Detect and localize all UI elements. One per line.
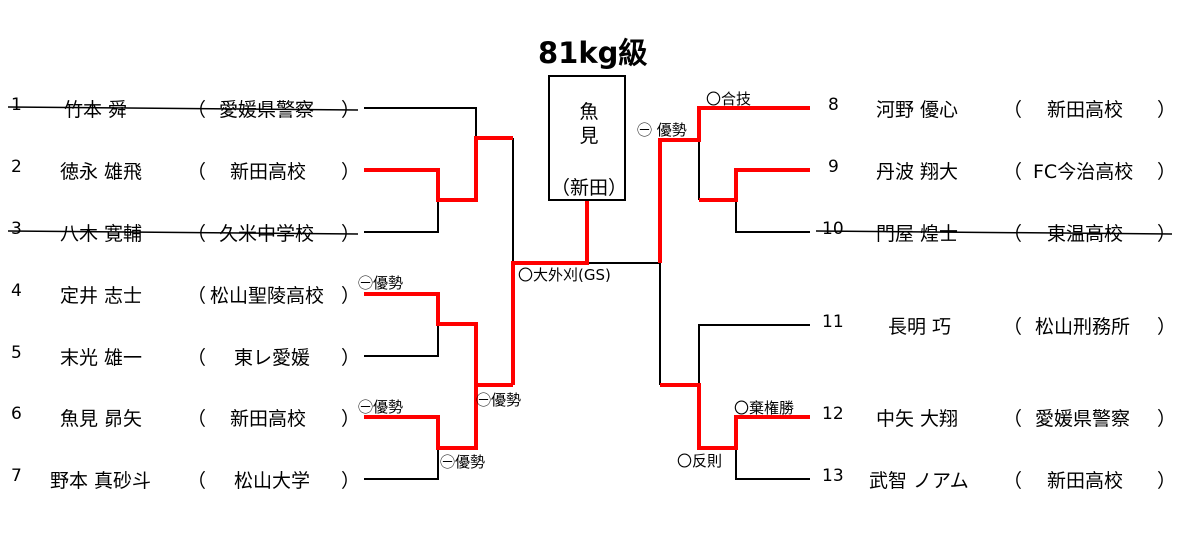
entry-name: 野本 真砂斗 <box>50 470 152 492</box>
strike-line <box>7 106 359 111</box>
result-label: 〇棄権勝 <box>734 399 795 417</box>
paren-close: ） <box>341 408 361 430</box>
result-label: ㊀優勢 <box>440 453 486 471</box>
paren-open: （ <box>1003 161 1023 183</box>
winner-line <box>364 136 513 202</box>
paren-open: （ <box>1003 316 1023 338</box>
entry-team: 新田高校 <box>1047 470 1124 492</box>
strike-line <box>7 230 359 235</box>
entry-team: FC今治高校 <box>1033 161 1134 183</box>
paren-open: （ <box>1003 223 1023 245</box>
entry-team: 新田高校 <box>1047 99 1124 121</box>
paren-close: ） <box>1157 316 1177 338</box>
paren-open: （ <box>187 223 207 245</box>
paren-open: （ <box>187 161 207 183</box>
champion-name-line1: 魚 <box>579 101 599 123</box>
entry-team: 愛媛県警察 <box>219 99 315 121</box>
paren-open: （ <box>1003 408 1023 430</box>
champion-box: 魚 見 （新田） <box>548 75 627 201</box>
entry-team: 松山大学 <box>234 470 311 492</box>
paren-open: （ <box>187 347 207 369</box>
paren-close: ） <box>341 347 361 369</box>
paren-open: （ <box>1003 470 1023 492</box>
paren-open: （ <box>1003 99 1023 121</box>
entry-number: 9 <box>828 157 839 177</box>
entry-number: 7 <box>11 466 22 486</box>
result-label: 〇大外刈(GS) <box>518 266 611 284</box>
bracket-line <box>735 200 810 233</box>
entry-name: 八木 寛輔 <box>60 223 143 245</box>
result-label: ㊀優勢 <box>358 274 404 292</box>
entry-name: 魚見 昴矢 <box>60 408 143 430</box>
entry-name: 門屋 煌士 <box>876 223 959 245</box>
entry-team: 新田高校 <box>230 408 307 430</box>
paren-open: （ <box>187 285 207 307</box>
result-label: ㊀優勢 <box>358 398 404 416</box>
entry-number: 13 <box>822 466 844 486</box>
entry-number: 6 <box>11 404 22 424</box>
entry-name: 竹本 舜 <box>64 99 128 121</box>
bracket-line <box>364 107 477 138</box>
entry-number: 12 <box>822 404 844 424</box>
paren-close: ） <box>341 161 361 183</box>
entry-team: 久米中学校 <box>219 223 315 245</box>
paren-close: ） <box>1157 161 1177 183</box>
entry-team: 松山刑務所 <box>1035 316 1131 338</box>
bracket-line <box>735 448 810 480</box>
paren-close: ） <box>1157 408 1177 430</box>
entry-number: 2 <box>11 157 22 177</box>
bracket-line <box>698 324 810 385</box>
entry-name: 定井 志士 <box>60 285 143 307</box>
champion-name-line2: 見 <box>579 125 599 147</box>
paren-close: ） <box>341 285 361 307</box>
entry-name: 末光 雄一 <box>60 347 143 369</box>
entry-team: 東レ愛媛 <box>234 347 311 369</box>
entry-team: 愛媛県警察 <box>1035 408 1131 430</box>
winner-line <box>364 385 478 450</box>
winner-line <box>660 383 810 450</box>
entry-name: 丹波 翔大 <box>876 161 959 183</box>
paren-close: ） <box>1157 99 1177 121</box>
entry-number: 3 <box>11 219 22 239</box>
entry-number: 10 <box>822 219 844 239</box>
paren-close: ） <box>341 470 361 492</box>
entry-number: 5 <box>11 343 22 363</box>
entry-name: 中矢 大翔 <box>876 408 959 430</box>
winner-line <box>658 106 810 263</box>
paren-close: ） <box>1157 470 1177 492</box>
entry-number: 4 <box>11 281 22 301</box>
winner-line <box>511 201 589 385</box>
bracket-line <box>364 200 439 233</box>
entry-number: 8 <box>828 95 839 115</box>
result-label: 〇反則 <box>677 452 723 470</box>
paren-open: （ <box>187 408 207 430</box>
champion-school: （新田） <box>550 177 627 199</box>
page-title: 81kg級 <box>538 36 648 70</box>
entry-name: 徳永 雄飛 <box>60 161 143 183</box>
bracket-line <box>364 324 439 357</box>
winner-line <box>364 292 513 387</box>
entry-name: 長明 巧 <box>888 316 952 338</box>
entry-name: 河野 優心 <box>876 99 959 121</box>
entry-number: 11 <box>822 312 844 332</box>
paren-open: （ <box>187 99 207 121</box>
bracket-line <box>364 448 439 480</box>
entry-team: 新田高校 <box>230 161 307 183</box>
entry-name: 武智 ノアム <box>869 470 969 492</box>
result-label: ㊀ 優勢 <box>637 121 687 139</box>
result-label: ㊀優勢 <box>476 391 522 409</box>
result-label: 〇合技 <box>706 90 752 108</box>
strike-line <box>815 230 1173 235</box>
paren-open: （ <box>187 470 207 492</box>
entry-number: 1 <box>11 95 22 115</box>
winner-line <box>699 168 810 202</box>
entry-team: 松山聖陵高校 <box>210 285 325 307</box>
